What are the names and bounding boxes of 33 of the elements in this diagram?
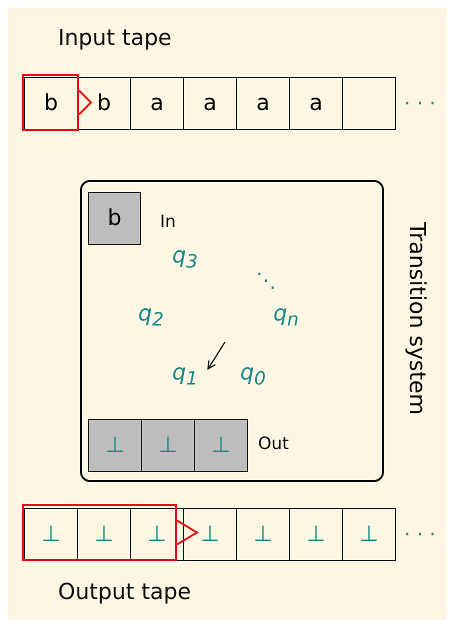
register-cell: b — [88, 192, 141, 245]
tape-cell — [342, 77, 396, 130]
state-label: q$_{3}$ — [172, 243, 198, 273]
tape-cell: a — [289, 77, 343, 130]
tape-title: Input tape — [58, 26, 172, 51]
tape-cell: a — [183, 77, 237, 130]
ellipsis: · · · — [404, 91, 436, 115]
tape-cell: ⊥ — [342, 508, 396, 561]
tape-title: Output tape — [58, 580, 192, 605]
state-label: q$_{2}$ — [138, 301, 164, 331]
state-label: q$_{n}$ — [273, 301, 299, 331]
tape-cell: b — [77, 77, 131, 130]
ellipsis: ⋱ — [256, 268, 276, 292]
tape-cell: a — [236, 77, 290, 130]
system-heading: Transition system — [404, 222, 429, 415]
state-label: q$_{0}$ — [240, 360, 266, 390]
tape-cell: a — [130, 77, 184, 130]
register-label: Out — [258, 434, 289, 454]
head-arrow — [176, 520, 199, 546]
arrow — [207, 342, 226, 370]
ellipsis: · · · — [404, 522, 436, 546]
head-frame — [22, 504, 177, 561]
tape-cell: ⊥ — [289, 508, 343, 561]
register-cell: ⊥ — [88, 419, 142, 472]
tape-cell: ⊥ — [130, 508, 184, 561]
tape-cell: b — [24, 77, 78, 130]
register-cell: ⊥ — [194, 419, 248, 472]
register-cell: ⊥ — [141, 419, 195, 472]
tape-cell: ⊥ — [236, 508, 290, 561]
head-arrow — [78, 90, 92, 116]
tape-cell: ⊥ — [183, 508, 237, 561]
state-label: q$_{1}$ — [172, 360, 198, 390]
register-label: In — [160, 212, 176, 232]
